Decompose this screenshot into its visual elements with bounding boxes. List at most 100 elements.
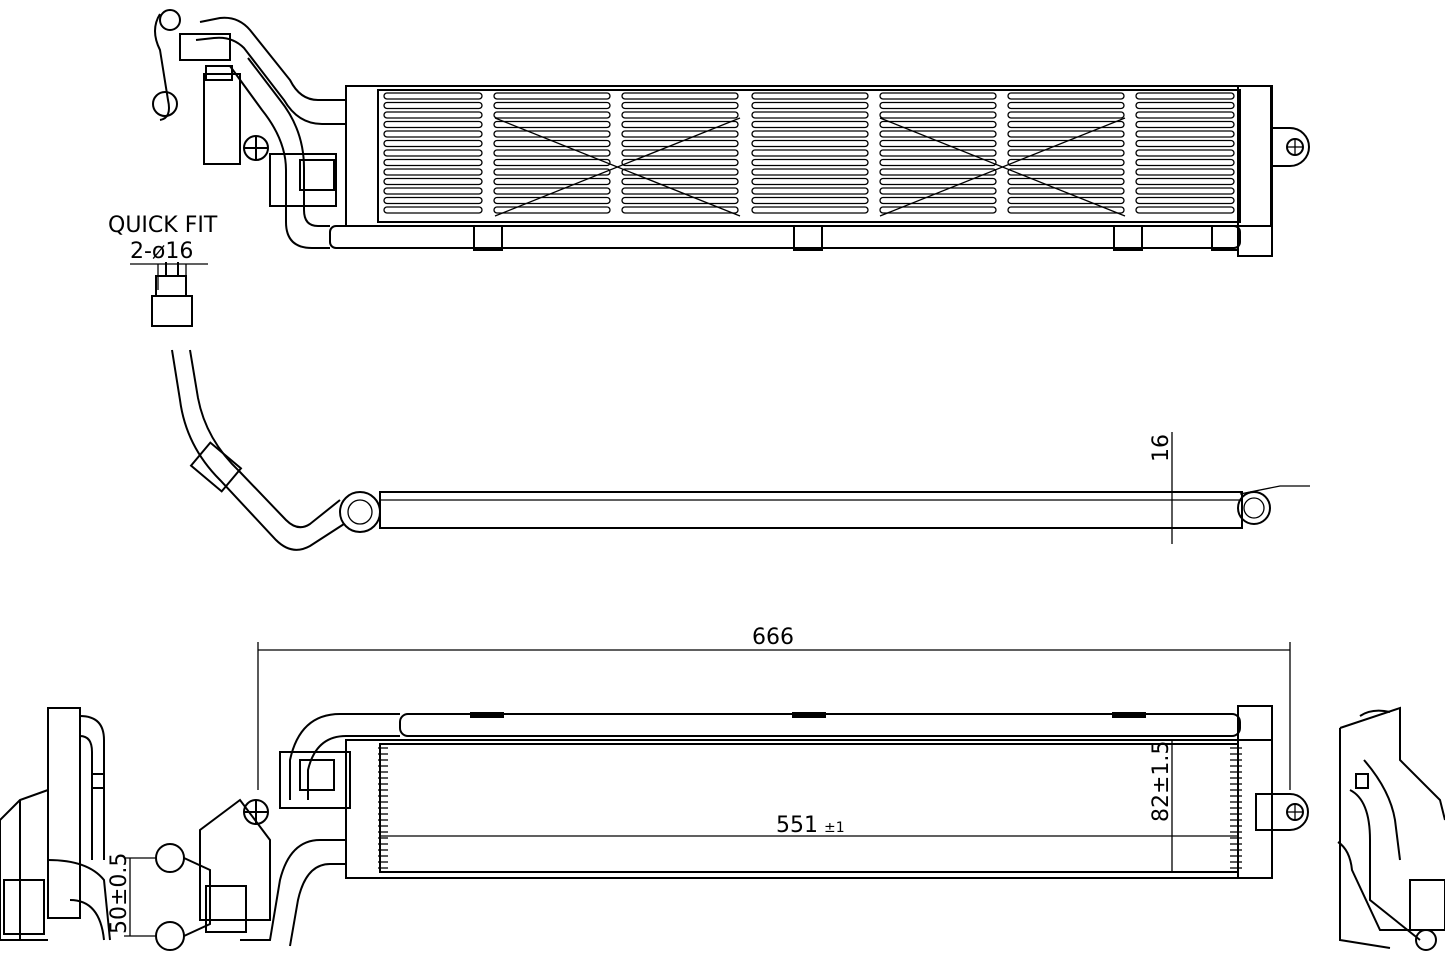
quick-fit-label: QUICK FIT xyxy=(108,213,218,238)
dim-thickness: 16 xyxy=(1149,432,1240,544)
right-end-view xyxy=(1337,706,1445,951)
top-mount-lug xyxy=(1271,127,1310,167)
fin-slot xyxy=(879,187,997,195)
fin-slot xyxy=(621,149,739,157)
fin-slot xyxy=(751,111,869,119)
fin-slot xyxy=(493,158,611,167)
fin-slot xyxy=(1007,149,1125,157)
fin-slot xyxy=(879,206,997,214)
fin-slot xyxy=(621,168,739,176)
fin-slot xyxy=(751,149,869,157)
fin-slot xyxy=(1007,92,1125,100)
fin-slot xyxy=(383,206,483,214)
fin-slot xyxy=(383,111,483,119)
fin-slot xyxy=(493,196,611,205)
top-cross-braces xyxy=(494,117,1126,217)
fin-slot xyxy=(493,101,611,110)
dim-thickness-label: 16 xyxy=(1149,434,1174,462)
fin-slot xyxy=(1135,101,1235,110)
top-fin-grid xyxy=(383,92,1235,214)
fin-slot xyxy=(493,130,611,138)
left-end-view xyxy=(0,707,111,941)
fin-slot xyxy=(493,111,611,119)
dim-core-length-label: 551 xyxy=(776,813,818,838)
fin-slot xyxy=(383,187,483,195)
dim-core-length-tol: ±1 xyxy=(824,820,845,836)
fin-slot xyxy=(1135,206,1235,214)
fin-slot xyxy=(493,92,611,100)
fin-slot xyxy=(751,120,869,129)
fin-slot xyxy=(383,168,483,176)
fin-slot xyxy=(751,177,869,186)
top-left-pipes xyxy=(152,9,346,249)
fin-slot xyxy=(1007,196,1125,205)
dim-core-height: 82±1.5 xyxy=(1149,740,1174,872)
fin-slot xyxy=(621,111,739,119)
fin-slot xyxy=(1135,111,1235,119)
fin-slot xyxy=(493,120,611,129)
top-mount-feet xyxy=(473,225,1239,251)
fin-slot xyxy=(879,120,997,129)
fin-slot xyxy=(383,101,483,110)
dim-overall-length-label: 666 xyxy=(752,625,794,650)
fin-slot xyxy=(1135,139,1235,148)
fin-slot xyxy=(751,101,869,110)
fin-slot xyxy=(1135,196,1235,205)
quick-fit-annotation: QUICK FIT 2-ø16 xyxy=(108,213,218,290)
fin-slot xyxy=(1007,177,1125,186)
bottom-view: 666 551 ±1 82±1.5 xyxy=(107,625,1309,951)
fin-slot xyxy=(621,177,739,186)
fin-slot xyxy=(1135,168,1235,176)
fin-slot xyxy=(1007,120,1125,129)
fin-slot xyxy=(621,92,739,100)
fin-slot xyxy=(751,130,869,138)
fin-slot xyxy=(879,158,997,167)
dim-core-length: 551 ±1 xyxy=(380,813,1238,838)
fin-slot xyxy=(879,168,997,176)
fin-slot xyxy=(383,196,483,205)
fin-slot xyxy=(1007,168,1125,176)
fin-slot xyxy=(383,149,483,157)
fin-slot xyxy=(1135,177,1235,186)
fin-slot xyxy=(621,101,739,110)
fin-slot xyxy=(751,158,869,167)
fin-slot xyxy=(1135,187,1235,195)
quick-fit-size-label: 2-ø16 xyxy=(130,239,193,264)
dim-overall-length: 666 xyxy=(257,625,1291,790)
side-core-profile xyxy=(379,491,1243,529)
fin-slot xyxy=(383,120,483,129)
dim-pipe-offset: 50±0.5 xyxy=(107,853,156,937)
dim-core-height-label: 82±1.5 xyxy=(1149,741,1174,822)
dim-pipe-offset-label: 50±0.5 xyxy=(107,853,132,934)
fin-slot xyxy=(621,120,739,129)
fin-slot xyxy=(621,206,739,214)
fin-slot xyxy=(493,177,611,186)
fin-slot xyxy=(1007,187,1125,195)
fin-slot xyxy=(383,177,483,186)
side-pipe xyxy=(151,262,345,551)
fin-slot xyxy=(751,168,869,176)
fin-slot xyxy=(1007,158,1125,167)
fin-slot xyxy=(621,139,739,148)
fin-slot xyxy=(879,111,997,119)
fin-slot xyxy=(1135,92,1235,100)
fin-slot xyxy=(751,196,869,205)
fin-slot xyxy=(1007,206,1125,214)
fin-slot xyxy=(493,206,611,214)
fin-slot xyxy=(1007,139,1125,148)
top-view xyxy=(152,9,1310,257)
bottom-mount-lug xyxy=(1255,793,1309,831)
fin-slot xyxy=(493,187,611,195)
fin-slot xyxy=(879,177,997,186)
fin-slot xyxy=(383,92,483,100)
fin-slot xyxy=(621,187,739,195)
fin-slot xyxy=(383,158,483,167)
top-right-tank xyxy=(1237,85,1273,257)
fin-slot xyxy=(383,139,483,148)
fin-slot xyxy=(1007,101,1125,110)
fin-slot xyxy=(751,92,869,100)
fin-slot xyxy=(879,92,997,100)
side-view: 16 xyxy=(151,262,1310,551)
fin-slot xyxy=(621,196,739,205)
